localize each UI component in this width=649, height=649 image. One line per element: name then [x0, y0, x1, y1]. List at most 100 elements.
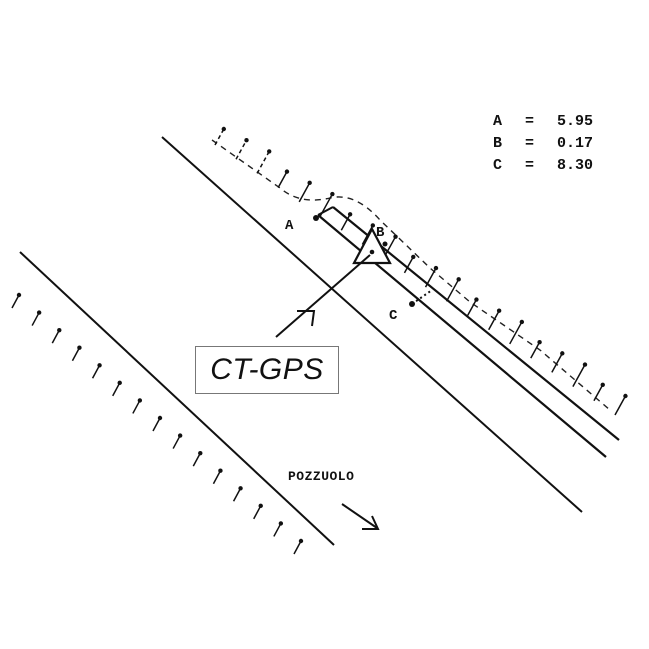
hatch-mark	[11, 294, 20, 309]
station-label: CT-GPS	[210, 353, 324, 386]
hatch-dot	[330, 191, 335, 197]
hatch-dot	[307, 180, 312, 186]
hatch-mark	[551, 353, 563, 373]
measure-key: A	[493, 113, 502, 130]
hatch-dot	[370, 223, 376, 228]
hatch-dot	[218, 468, 223, 473]
hatch-mark	[424, 267, 437, 288]
hatch-mark	[593, 384, 604, 402]
hatch-dot	[97, 363, 102, 368]
hatch-dot	[298, 538, 304, 544]
hatch-mark	[293, 540, 302, 555]
hatch-dot	[474, 297, 479, 302]
hatch-dot	[582, 362, 588, 367]
hatch-mark	[319, 193, 334, 217]
station-pointer-arrowhead	[297, 310, 316, 327]
hatch-dot	[77, 345, 82, 350]
wall-end	[317, 206, 334, 216]
hatch-dot	[600, 382, 605, 387]
point-b-marker	[382, 241, 388, 247]
point-b-label: B	[376, 225, 385, 241]
hatch-dot	[623, 393, 628, 399]
hatch-mark	[192, 452, 201, 467]
offset-c-dotted	[411, 289, 433, 305]
hatch-dot	[157, 415, 163, 421]
hatch-mark	[172, 435, 181, 449]
hatch-mark	[214, 128, 225, 146]
hatch-mark	[445, 278, 460, 302]
measure-eq: =	[525, 135, 534, 152]
hatch-mark	[212, 470, 222, 485]
hatch-dot	[57, 327, 62, 333]
road-edge-lower	[19, 251, 335, 546]
hatch-dot	[177, 433, 183, 438]
tree-marks-lower	[11, 292, 304, 555]
hatch-mark	[51, 329, 60, 344]
measure-row-c: C = 8.30	[493, 157, 593, 174]
hatch-dot	[198, 450, 203, 456]
hatch-dot	[560, 351, 565, 356]
hatch-mark	[235, 139, 248, 160]
hatch-mark	[232, 487, 242, 502]
hatch-mark	[340, 213, 351, 231]
hatch-mark	[152, 417, 161, 432]
hatch-dot	[137, 398, 143, 403]
hatch-dot	[221, 126, 226, 132]
road-edge-upper	[161, 136, 583, 513]
hatch-dot	[433, 265, 439, 271]
station-pointer-line	[275, 254, 371, 338]
measurement-legend: A = 5.95 B = 0.17 C = 8.30	[493, 113, 593, 174]
hatch-mark	[509, 321, 523, 345]
hatch-dot	[117, 380, 122, 386]
hatch-dot	[267, 149, 272, 154]
hatch-dot	[519, 319, 525, 325]
measure-row-a: A = 5.95	[493, 113, 593, 130]
hatch-mark	[253, 505, 262, 520]
hatch-mark	[31, 312, 40, 326]
hatch-dot	[36, 310, 42, 315]
hatch-dot	[16, 292, 22, 298]
hatch-dot	[284, 169, 290, 174]
hatch-dot	[393, 234, 398, 239]
hatch-mark	[112, 382, 121, 397]
measure-eq: =	[525, 157, 534, 174]
hatch-mark	[71, 347, 81, 362]
hatch-dot	[496, 308, 502, 313]
hatch-dot	[456, 277, 461, 282]
hatch-mark	[488, 310, 500, 331]
hatch-mark	[466, 299, 478, 316]
hatch-mark	[572, 364, 586, 387]
hatch-mark	[614, 395, 627, 416]
embankment-hatch-upper	[214, 126, 628, 416]
hatch-mark	[273, 523, 282, 537]
hatch-mark	[277, 171, 288, 188]
measure-value: 8.30	[557, 157, 593, 174]
gps-station-triangle	[352, 226, 392, 265]
hatch-dot	[537, 339, 542, 345]
point-c-label: C	[389, 308, 398, 324]
hatch-mark	[298, 182, 311, 203]
place-label: POZZUOLO	[288, 469, 354, 484]
measure-row-b: B = 0.17	[493, 135, 593, 152]
hatch-mark	[132, 400, 141, 414]
measure-value: 5.95	[557, 113, 593, 130]
gps-station-center	[369, 249, 375, 255]
direction-arrowhead	[362, 515, 380, 530]
station-label-box: CT-GPS	[195, 346, 339, 394]
hatch-dot	[258, 503, 263, 509]
hatch-mark	[256, 151, 270, 174]
point-a-marker	[313, 215, 319, 221]
hatch-mark	[403, 256, 414, 274]
hatch-dot	[238, 486, 243, 491]
direction-arrow-line	[341, 503, 378, 529]
hatch-dot	[347, 212, 353, 217]
hatch-mark	[530, 341, 541, 359]
hatch-mark	[91, 364, 101, 379]
measure-eq: =	[525, 113, 534, 130]
hatch-dot	[244, 138, 249, 143]
hatch-dot	[278, 521, 284, 526]
measure-key: B	[493, 135, 502, 152]
measure-value: 0.17	[557, 135, 593, 152]
point-a-label: A	[285, 218, 294, 234]
